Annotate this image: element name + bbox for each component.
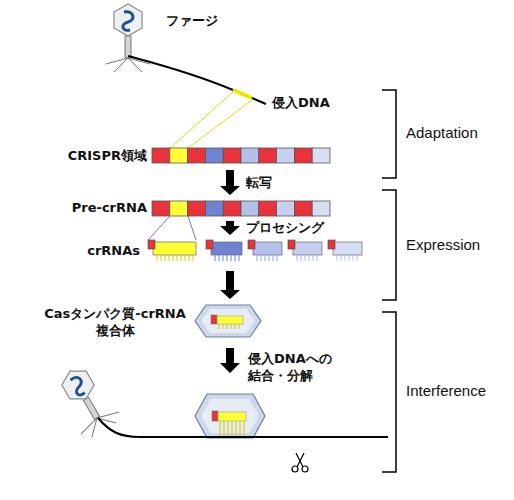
stage-bracket: [382, 312, 396, 472]
stage-name: Expression: [406, 236, 506, 253]
scissors-symbol: [292, 453, 308, 472]
invading-dna: [252, 98, 266, 104]
crispr-segment: [188, 201, 206, 216]
cas-protein: [195, 305, 261, 337]
crispr-segment: [294, 201, 312, 216]
crrna-repeat: [248, 240, 255, 249]
crispr-segment: [277, 201, 295, 216]
step-label: 転写: [246, 174, 272, 191]
annotation-label: 侵入DNAへの 結合・分解: [248, 350, 348, 384]
crrna-repeat: [206, 240, 213, 249]
phage-illustration: [106, 4, 150, 72]
phage-tail: [83, 397, 99, 419]
crispr-segment: [312, 201, 330, 216]
scissors-blade: [296, 453, 304, 467]
protospacer: [233, 90, 252, 98]
crrna-spacer: [211, 242, 242, 255]
crrna-bases: [337, 255, 357, 261]
block-arrow: [220, 170, 240, 195]
crispr-segment: [188, 148, 206, 163]
crrna-spacer: [253, 242, 282, 255]
annotation-label: 侵入DNA: [272, 94, 352, 111]
node-label: crRNAs: [55, 242, 140, 259]
node-label: Casタンパク質-crRNA 複合体: [35, 305, 195, 339]
stage-name: Adaptation: [406, 124, 506, 141]
stage-node: crRNAs: [55, 238, 370, 268]
crispr-segment: [170, 148, 188, 163]
crrna-spacer: [333, 242, 362, 255]
phage-legs: [78, 407, 123, 441]
cas-complex-bound: [195, 394, 265, 438]
base-pairing: [220, 421, 244, 437]
crispr-segment: [223, 201, 241, 216]
crispr-segment: [223, 148, 241, 163]
phage-illustration: [51, 360, 123, 441]
node-label: Pre-crRNA: [55, 199, 147, 216]
invading-dna: [128, 56, 233, 90]
phage-head: [114, 4, 142, 36]
crispr-segment: [312, 148, 330, 163]
crrna-repeat: [148, 240, 155, 249]
phage-head: [58, 364, 98, 406]
connector-layer: [220, 170, 240, 299]
node-label: CRISPR領域: [55, 147, 147, 164]
cas-protein-inner: [201, 309, 255, 333]
block-arrow: [220, 348, 240, 373]
phage-tail: [125, 36, 131, 58]
cas-protein: [195, 394, 265, 438]
step-label: プロセシング: [246, 219, 324, 236]
block-arrow: [220, 271, 240, 299]
crrna-bases: [157, 255, 193, 261]
crispr-segment: [152, 201, 170, 216]
crispr-segment: [205, 201, 223, 216]
crrna-repeat: [328, 240, 335, 249]
crispr-segment: [259, 201, 277, 216]
crrna-spacer: [217, 316, 243, 324]
crispr-segment: [241, 201, 259, 216]
cas-protein-inner: [201, 399, 259, 433]
stage-node: CRISPR領域: [55, 145, 340, 167]
crrna-bases: [297, 255, 317, 261]
crispr-segment: [170, 201, 188, 216]
crrna-repeat: [211, 315, 217, 324]
crrna-repeat: [288, 240, 295, 249]
crispr-segment: [152, 148, 170, 163]
crrna-bases: [215, 255, 239, 261]
phage-dna: [123, 12, 133, 31]
crrna-bases: [219, 324, 239, 329]
crrna-repeat: [212, 411, 218, 421]
stage-bracket: [382, 190, 396, 300]
block-arrow: [220, 221, 240, 235]
stage-node: Pre-crRNA: [55, 198, 340, 218]
annotation-label: ファージ: [166, 12, 246, 29]
crispr-segment: [205, 148, 223, 163]
crispr-segment: [277, 148, 295, 163]
crispr-segment: [259, 148, 277, 163]
crrna-spacer: [293, 242, 322, 255]
invading-dna: [195, 436, 388, 438]
crrna-spacer: [218, 412, 246, 421]
phage-dna: [69, 375, 87, 396]
spacer-insertion-line: [170, 92, 252, 148]
crrna-spacer: [153, 242, 196, 255]
cas-complex: [195, 305, 261, 337]
crrna-bases: [257, 255, 277, 261]
stage-name: Interference: [406, 382, 506, 399]
crispr-segment: [294, 148, 312, 163]
stage-bracket: [382, 90, 396, 178]
stage-node: Casタンパク質-crRNA 複合体: [35, 302, 265, 342]
crispr-segment: [241, 148, 259, 163]
processing-line: [148, 216, 196, 240]
